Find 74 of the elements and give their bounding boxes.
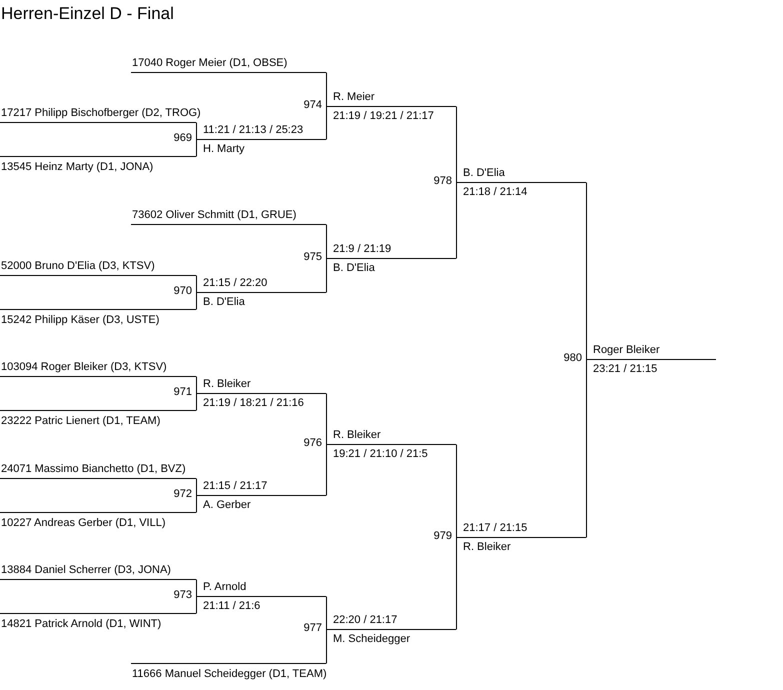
player-name: 13884 Daniel Scherrer (D3, JONA) <box>0 564 172 577</box>
match-score: 21:15 / 22:20 <box>203 277 268 290</box>
bracket-connector <box>326 393 327 445</box>
match-number: 977 <box>302 622 322 635</box>
match-score: 21:11 / 21:6 <box>203 600 260 613</box>
winner-name: P. Arnold <box>203 581 246 594</box>
player-name: 17217 Philipp Bischofberger (D2, TROG) <box>0 107 201 120</box>
bracket-connector <box>456 106 457 183</box>
player-name: 52000 Bruno D'Elia (D3, KTSV) <box>0 260 156 273</box>
match-number: 969 <box>172 132 192 145</box>
match-number: 975 <box>302 251 322 264</box>
winner-name: M. Scheidegger <box>333 633 410 646</box>
bracket-connector <box>196 579 197 597</box>
bracket-connector <box>326 596 327 630</box>
player-name: 10227 Andreas Gerber (D1, VILL) <box>0 517 166 530</box>
bracket-connector <box>196 596 197 614</box>
winner-name: R. Bleiker <box>463 541 511 554</box>
player-name: 24071 Massimo Bianchetto (D1, BVZ) <box>0 463 187 476</box>
match-score: 21:15 / 21:17 <box>203 480 268 493</box>
winner-name: H. Marty <box>203 143 245 156</box>
winner-name: B. D'Elia <box>203 296 245 309</box>
bracket-connector <box>196 393 197 411</box>
match-number: 972 <box>172 488 192 501</box>
match-score: 21:18 / 21:14 <box>463 186 528 199</box>
winner-name: B. D'Elia <box>333 262 375 275</box>
winner-name: R. Bleiker <box>203 378 251 391</box>
bracket-title: Herren-Einzel D - Final <box>1 4 174 24</box>
match-score: 21:17 / 21:15 <box>463 522 528 535</box>
bracket-connector <box>196 139 197 157</box>
bracket-connector <box>456 537 457 630</box>
bracket-connector <box>326 224 327 259</box>
bracket-connector <box>196 122 197 140</box>
bracket-connector <box>196 495 197 513</box>
player-name: 103094 Roger Bleiker (D3, KTSV) <box>0 361 168 374</box>
match-number: 974 <box>302 99 322 112</box>
bracket-connector <box>456 182 457 259</box>
bracket-connector <box>586 182 587 360</box>
bracket-connector <box>326 106 327 140</box>
bracket-connector <box>326 629 327 664</box>
player-name: 23222 Patric Lienert (D1, TEAM) <box>0 415 162 428</box>
match-number: 980 <box>562 352 582 365</box>
match-score: 22:20 / 21:17 <box>333 614 398 627</box>
bracket-connector <box>196 275 197 293</box>
match-number: 978 <box>432 175 452 188</box>
match-number: 979 <box>432 530 452 543</box>
winner-name: B. D'Elia <box>463 167 505 180</box>
player-name: 11666 Manuel Scheidegger (D1, TEAM) <box>131 668 327 681</box>
player-name: 17040 Roger Meier (D1, OBSE) <box>131 57 288 70</box>
match-score: 23:21 / 21:15 <box>593 363 658 376</box>
player-name: 15242 Philipp Käser (D3, USTE) <box>0 314 160 327</box>
winner-name: R. Meier <box>333 91 375 104</box>
winner-name: A. Gerber <box>203 499 251 512</box>
bracket-connector <box>196 292 197 310</box>
match-number: 976 <box>302 437 322 450</box>
match-number: 970 <box>172 285 192 298</box>
player-name: 73602 Oliver Schmitt (D1, GRUE) <box>131 209 298 222</box>
bracket-connector <box>196 376 197 394</box>
match-score: 21:19 / 18:21 / 21:16 <box>203 397 304 410</box>
bracket-connector <box>586 359 587 538</box>
bracket-connector <box>196 478 197 496</box>
winner-name: R. Bleiker <box>333 429 381 442</box>
match-number: 973 <box>172 589 192 602</box>
winner-name: Roger Bleiker <box>593 344 660 357</box>
match-score: 11:21 / 21:13 / 25:23 <box>203 124 304 137</box>
bracket-connector <box>326 444 327 496</box>
match-score: 21:9 / 21:19 <box>333 243 392 256</box>
match-score: 21:19 / 19:21 / 21:17 <box>333 110 434 123</box>
match-score: 19:21 / 21:10 / 21:5 <box>333 448 428 461</box>
bracket-connector <box>326 72 327 107</box>
bracket-connector <box>456 444 457 538</box>
player-name: 14821 Patrick Arnold (D1, WINT) <box>0 618 162 631</box>
match-number: 971 <box>172 386 192 399</box>
bracket-connector <box>326 258 327 293</box>
player-name: 13545 Heinz Marty (D1, JONA) <box>0 161 154 174</box>
